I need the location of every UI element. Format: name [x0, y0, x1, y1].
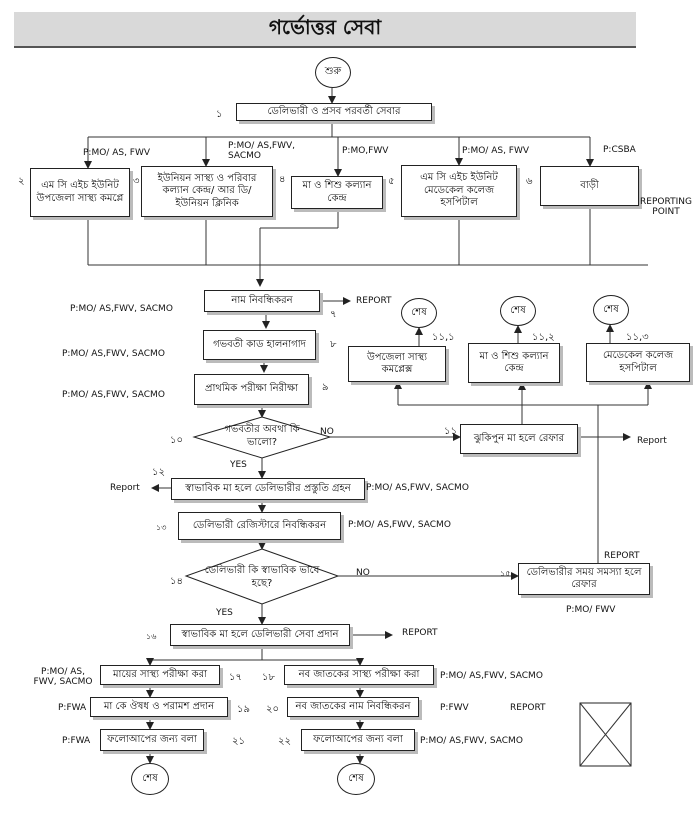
actor-branch-6: P:CSBA [603, 145, 636, 155]
report-20: REPORT [510, 703, 546, 713]
step-20-box: নব জাতকের নাম নিবন্ধিকরন [287, 697, 419, 717]
start-node: শুরু [315, 57, 351, 88]
step-11-1-box: উপজেলা সাস্থ্য কমপ্লেক্স [348, 346, 446, 382]
actor-branch-5: P:MO/ AS, FWV [462, 146, 530, 156]
num-2: ২ [18, 176, 25, 187]
step-15-box: ডেলিভারীর সময় সমস্যা হলে রেফার [518, 563, 650, 595]
num-4: ৪ [279, 174, 286, 185]
step-11-box: ঝুকিপুন মা হলে রেফার [460, 424, 578, 454]
num-15: ১৫ [500, 569, 511, 578]
num-1: ১ [216, 109, 223, 120]
num-12: ১২ [152, 467, 165, 478]
step-13-box: ডেলিভারী রেজিস্টারে নিবন্ধিকরন [178, 512, 341, 540]
actor-22: P:MO/ AS,FWV, SACMO [420, 736, 523, 746]
actor-branch-2: P:MO/ AS, FWV [83, 148, 151, 158]
actor-8: P:MO/ AS,FWV, SACMO [62, 349, 165, 359]
step-21-box: ফলোআপের জন্য বলা [100, 729, 204, 751]
num-6: ৬ [526, 176, 533, 187]
actor-12: P:MO/ AS,FWV, SACMO [366, 483, 469, 493]
yes-14: YES [216, 608, 233, 618]
num-18: ১৮ [262, 672, 275, 683]
num-3: ৩ [133, 176, 140, 187]
end-node-11-2: শেষ [500, 296, 536, 326]
step-2-box: এম সি এইচ ইউনিট উপজেলা সাস্থ্য কমপ্লে [30, 168, 130, 217]
step-18-box: নব জাতকের সাস্থ্য পরীক্ষা করা [284, 665, 434, 685]
reporting-point-label: REPORTING POINT [640, 197, 692, 217]
step-11-2-box: মা ও শিশু কল্যান কেন্দ্র [468, 343, 560, 383]
num-9: ৯ [322, 382, 329, 393]
step-19-box: মা কে ঔষধ ও পরামশ প্রদান [90, 697, 228, 717]
num-11-2: ১১,২ [532, 332, 555, 343]
num-21: ২১ [232, 736, 245, 747]
decision-14-text: ডেলিভারী কি স্বাভাবিক ভাবে হছে? [204, 565, 320, 589]
actor-18: P:MO/ AS,FWV, SACMO [440, 671, 543, 681]
step-22-box: ফলোআপের জন্য বলা [301, 729, 415, 751]
num-7: ৭ [330, 309, 337, 320]
no-14: NO [356, 568, 370, 578]
step-12-box: স্বাভাবিক মা হলে ডেলিভারীর প্রস্তুতি গ্র… [171, 478, 365, 500]
step-17-box: মায়ের সাস্থ্য পরীক্ষা করা [100, 665, 220, 685]
report-12: Report [110, 483, 140, 493]
page-title-bar: গর্ভোত্তর সেবা [14, 12, 636, 48]
num-16: ১৬ [146, 632, 157, 641]
actor-7: P:MO/ AS,FWV, SACMO [70, 304, 173, 314]
actor-21: P:FWA [62, 736, 91, 746]
end-node-11-3: শেষ [593, 295, 629, 325]
num-11-3: ১১,৩ [626, 332, 649, 343]
num-5: ৫ [388, 176, 395, 187]
decision-14-shape [184, 548, 340, 605]
actor-15: P:MO/ FWV [566, 605, 616, 615]
num-8: ৮ [330, 339, 337, 350]
step-16-box: স্বাভাবিক মা হলে ডেলিভারী সেবা প্রদান [170, 624, 350, 646]
num-19: ১৯ [237, 704, 250, 715]
step-4-box: মা ও শিশু কল্যান কেন্দ্র [291, 176, 383, 209]
decision-10-shape [192, 416, 332, 459]
step-9-box: প্রাথমিক পরীক্ষা নিরীক্ষা [194, 374, 309, 405]
num-11: ১১ [444, 426, 457, 437]
num-14: ১৪ [170, 576, 183, 587]
actor-branch-3: P:MO/ AS,FWV, SACMO [228, 141, 296, 161]
num-11-1: ১১,১ [432, 332, 455, 343]
no-10: NO [320, 427, 334, 437]
page-title: গর্ভোত্তর সেবা [268, 14, 382, 39]
num-20: ২০ [266, 704, 280, 715]
end-node-11-1: শেষ [401, 298, 437, 328]
actor-17: P:MO/ AS, FWV, SACMO [33, 667, 93, 687]
actor-13: P:MO/ AS,FWV, SACMO [348, 520, 451, 530]
num-13: ১৩ [156, 523, 167, 532]
report-11: Report [637, 436, 667, 446]
report-15: REPORT [604, 551, 640, 561]
decision-10-text: গভবতীর অবথা কি ভালো? [224, 424, 300, 448]
step-1-box: ডেলিভারী ও প্রসব পরবর্তী সেবার [236, 103, 432, 121]
num-22: ২২ [278, 736, 292, 747]
step-5-box: এম সি এইচ ইউনিট মেডেকেল কলেজ হসপিটাল [401, 165, 517, 217]
num-17: ১৭ [229, 672, 242, 683]
num-10: ১০ [170, 435, 183, 446]
actor-19: P:FWA [58, 703, 87, 713]
end-node-21: শেষ [131, 763, 169, 795]
actor-branch-4: P:MO,FWV [342, 146, 389, 156]
step-3-box: ইউনিয়ন সাস্থ্য ও পরিবার কল্যান কেন্দ্র/… [141, 166, 273, 217]
report-7: REPORT [356, 296, 392, 306]
end-node-22: শেষ [337, 763, 375, 795]
actor-9: P:MO/ AS,FWV, SACMO [62, 390, 165, 400]
step-8-box: গভবতী কাড হালনাগাদ [203, 330, 316, 360]
step-7-box: নাম নিবন্ধিকরন [204, 290, 320, 312]
step-6-box: বাড়ী [540, 166, 639, 206]
report-16: REPORT [402, 628, 438, 638]
actor-20: P:FWV [440, 703, 469, 713]
step-11-3-box: মেডেকেল কলেজ হসপিটাল [586, 343, 690, 382]
yes-10: YES [230, 460, 247, 470]
